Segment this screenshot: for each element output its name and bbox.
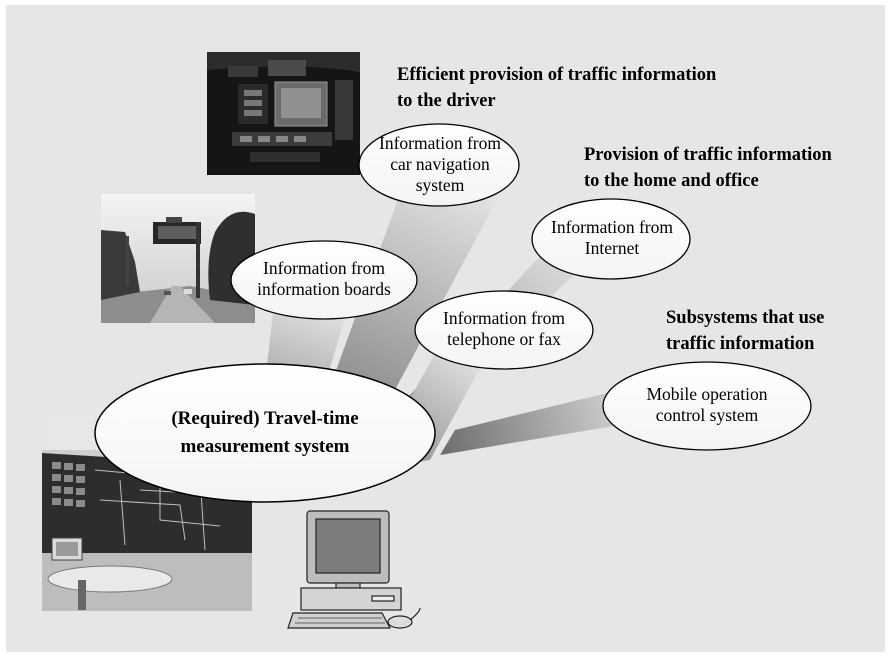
bubble-telephone-fax (414, 290, 594, 370)
bubble-internet (531, 198, 691, 280)
beam-to-mobile-operation (440, 385, 650, 455)
label-mobile-operation: Mobile operation control system (646, 384, 768, 425)
bubble-info-boards (230, 240, 418, 320)
desktop-computer-icon (287, 510, 421, 629)
info-board-photo (101, 194, 255, 323)
label-telephone-fax: Information from telephone or fax (443, 308, 565, 349)
label-info-boards: Information from information boards (257, 258, 391, 299)
bubble-car-navigation (358, 123, 520, 207)
heading-home-office: Provision of traffic information to the … (584, 145, 832, 191)
bubble-travel-time (94, 363, 436, 503)
heading-subsystems: Subsystems that use traffic information (666, 308, 825, 354)
bubble-mobile-operation (602, 361, 812, 451)
heading-driver: Efficient provision of traffic informati… (397, 65, 717, 111)
label-travel-time: (Required) Travel-time measurement syste… (171, 408, 359, 457)
label-car-navigation: Information from car navigation system (379, 132, 501, 195)
label-internet: Information from Internet (551, 217, 673, 258)
car-navigation-photo (207, 52, 360, 175)
